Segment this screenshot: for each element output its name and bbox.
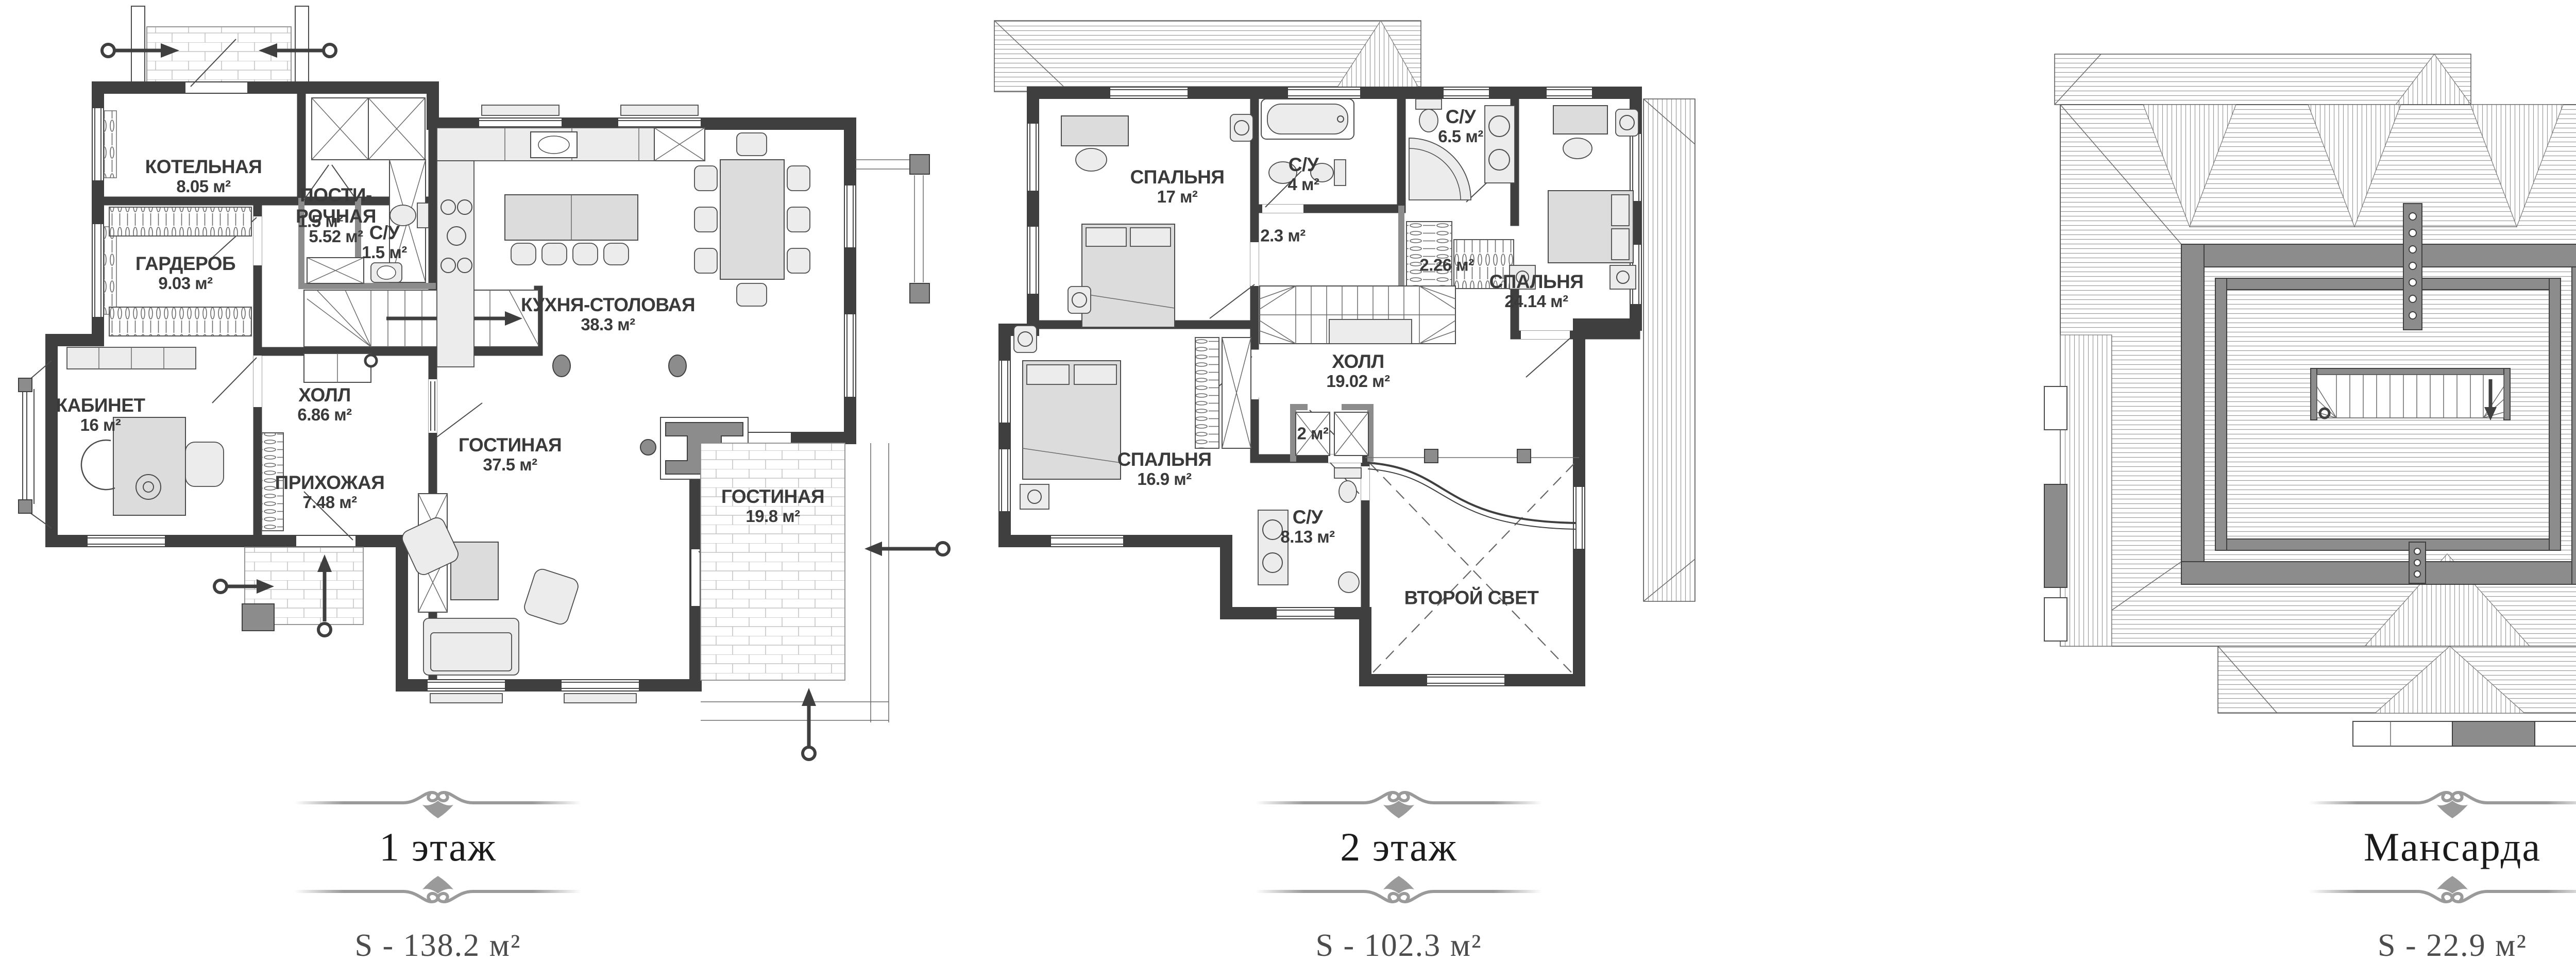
veranda: [845, 154, 930, 397]
column-icon: [668, 355, 687, 377]
floor-1-drawing: [18, 6, 951, 761]
entry-arrow-side-icon: [213, 579, 274, 594]
staircase: [2310, 368, 2511, 420]
caption-floor-1: 1 этаж S - 138.2 м²: [206, 787, 670, 961]
toilet-icon: [1268, 159, 1346, 186]
column-icon: [552, 355, 571, 377]
chimney-row: [2352, 721, 2576, 747]
caption-floor-2: 2 этаж S - 102.3 м²: [1167, 787, 1631, 961]
floor-title: 1 этаж: [379, 824, 497, 869]
toilet-icon: [370, 203, 429, 283]
floor-title: 2 этаж: [1340, 824, 1458, 869]
room-label: 1.5 м²: [298, 211, 343, 231]
floor-area: S - 138.2 м²: [354, 928, 521, 961]
dining-table: [694, 132, 810, 307]
office-desk: [66, 347, 224, 516]
roof-hatching: [994, 20, 1696, 602]
room-label: 2 м²: [1297, 424, 1329, 443]
divider-ornament-icon: [2309, 876, 2576, 904]
floor-2-drawing: [994, 20, 1696, 686]
laundry-closets: [311, 97, 426, 283]
room-label: 2.3 м²: [1260, 226, 1306, 245]
bedroom3-furniture: [1020, 360, 1121, 510]
hall-closet: [261, 432, 284, 531]
entry-arrow-top-left-icon: [100, 43, 179, 58]
kitchen-island: [504, 194, 638, 265]
closet-2m: [1295, 412, 1369, 456]
window: [428, 680, 639, 703]
bedroom1-furniture: [1061, 115, 1175, 328]
divider-ornament-icon: [2309, 790, 2576, 818]
room-label: 2.26 м²: [1419, 255, 1474, 275]
vent-icon: [1013, 109, 1639, 353]
divider-ornament-icon: [295, 790, 581, 818]
bay-window: [18, 360, 165, 546]
window: [999, 88, 1641, 685]
window: [93, 108, 117, 317]
wardrobe-rails: [109, 207, 252, 336]
bath3-fixtures: [1258, 467, 1362, 593]
living-furniture: [402, 517, 579, 676]
closet-rails: [1406, 221, 1514, 289]
bedroom3-closet: [1195, 337, 1251, 449]
caption-attic: Мансарда S - 22.9 м²: [2221, 787, 2576, 961]
bedroom2-furniture: [1509, 105, 1636, 290]
staircase: [1259, 285, 1456, 344]
bathtub-icon: [1261, 98, 1354, 140]
top-porch: [131, 6, 309, 85]
shower-icon: [1409, 98, 1515, 200]
roof-windows: [2044, 386, 2067, 642]
kitchen-counter: [436, 127, 705, 367]
attic-drawing: [2044, 53, 2576, 747]
chimney-icon: [2403, 203, 2426, 584]
terrace-arrow-right-icon: [865, 541, 951, 557]
divider-ornament-icon: [1256, 790, 1542, 818]
floor-area: S - 102.3 м²: [1315, 928, 1482, 961]
divider-ornament-icon: [295, 876, 581, 904]
floor-title: Мансарда: [2363, 824, 2541, 869]
corridor-closet: [307, 257, 364, 284]
attic-room-walls: [2181, 244, 2576, 585]
room-label: ВТОРОЙ СВЕТ: [1404, 587, 1539, 609]
entry-arrow-top-right-icon: [259, 43, 337, 58]
window: [479, 105, 701, 129]
attic-plan: [2035, 5, 2576, 778]
double-height-void: [1365, 449, 1579, 676]
terrace: [700, 443, 889, 722]
terrace-arrow-bottom-icon: [801, 688, 817, 761]
entry-arrow-up-icon: [317, 554, 332, 637]
divider-ornament-icon: [1256, 876, 1542, 904]
floor-area: S - 22.9 м²: [2378, 928, 2527, 961]
staircase: [303, 290, 539, 383]
